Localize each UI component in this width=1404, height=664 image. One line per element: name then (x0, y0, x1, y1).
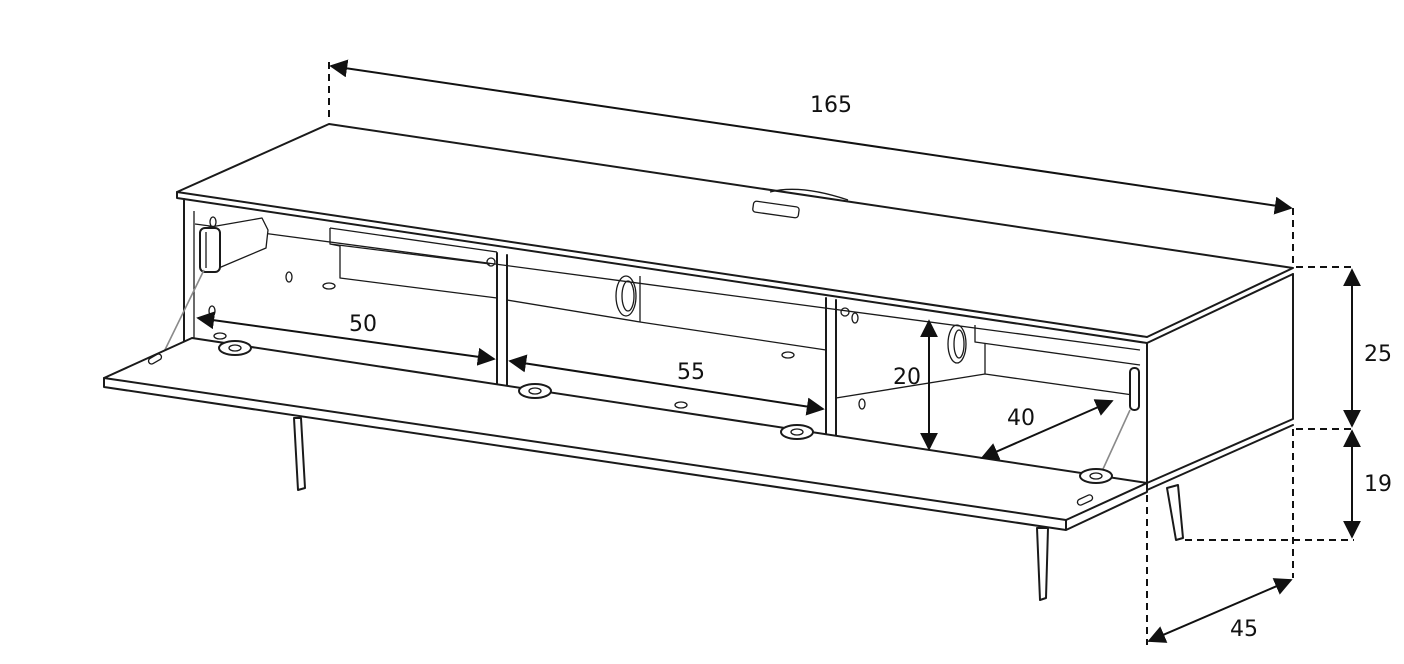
label-leg-height: 19 (1364, 472, 1392, 497)
shelf-right (835, 325, 1141, 399)
drop-door (103, 337, 1148, 531)
leg-back-right (1166, 484, 1184, 541)
label-overall-depth: 45 (1230, 617, 1258, 642)
label-overall-width: 165 (810, 93, 852, 118)
cable-hole-middle (615, 275, 637, 317)
left-hinge-bracket (159, 217, 269, 361)
dimension-lines (196, 59, 1361, 645)
label-right-depth: 40 (1007, 406, 1035, 431)
door-panel (103, 337, 1148, 521)
middle-back (506, 276, 827, 351)
right-hinge-bracket (1097, 367, 1140, 481)
label-body-height: 25 (1364, 342, 1392, 367)
leg-front-right (1036, 527, 1049, 601)
label-left-compartment: 50 (349, 312, 377, 337)
divider-right (825, 297, 837, 439)
divider-left (496, 252, 508, 388)
right-end-panel (1146, 273, 1294, 484)
label-compartment-height: 20 (893, 365, 921, 390)
dimension-labels: 165 50 55 20 40 25 19 45 (349, 93, 1392, 642)
label-middle-compartment: 55 (677, 360, 705, 385)
shelf-left (329, 228, 498, 299)
cable-hole-right (947, 324, 967, 364)
leg-front-left (293, 417, 306, 491)
legs (293, 417, 1184, 601)
